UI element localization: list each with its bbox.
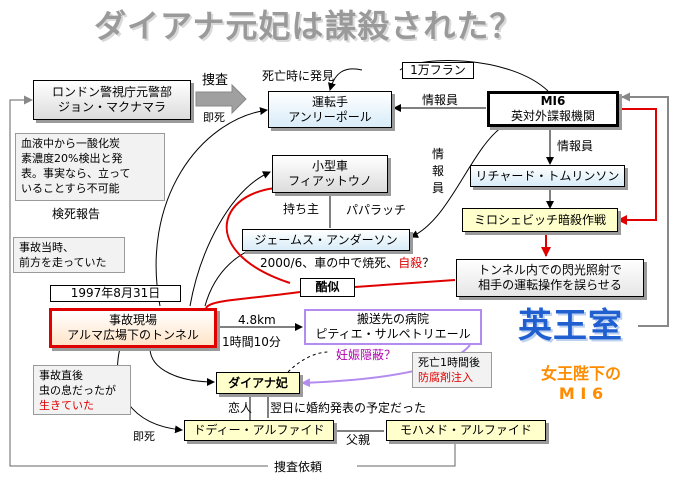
man-franc-label: 1万フラン [410,63,466,77]
label-mochinushi: 持ち主 [283,202,320,216]
hospital-box: 搬送先の病院 ピティエ・サルペトリエール [304,309,482,345]
driver-line2: アンリーポール [288,109,372,124]
queen-line2: M I 6 [558,384,604,403]
small-car-box: 小型車 フィアットウノ [272,155,388,193]
small-car-line1: 小型車 [311,159,348,173]
kokuji-label: 酷似 [315,280,340,294]
mohamed-box: モハメド・アルファイド [386,420,546,441]
note-blood-line3: 表。事実なら、立って [21,167,131,180]
date-box: 1997年8月31日 [50,285,181,302]
page-title: ダイアナ元妃は謀殺された？ [94,7,523,45]
note-death1h-line1: 死亡1時間後 [418,356,480,369]
label-sousa: 捜査 [202,73,229,88]
dodi-box: ドディー・アルファイド [184,420,334,441]
note-blood-line1: 血液中から一酸化炭 [21,137,120,150]
man-franc-box: 1万フラン [402,62,474,79]
accident-box: 事故現場 アルマ広場下のトンネル [49,308,217,348]
mi6-subtitle: 英対外諜報機関 [510,109,595,123]
label-jouhouin-vertical: 情報員 [432,147,445,195]
label-sousa-irai: 捜査依頼 [274,460,323,474]
label-paparazzi: パパラッチ [346,203,407,217]
accident-line1: 事故現場 [108,313,157,327]
label-fushin: 父親 [346,433,371,447]
london-police-line1: ロンドン警視庁元警部 [51,85,172,99]
milosevic-label: ミロシェビッチ暗殺作戦 [473,212,606,227]
label-time: 1時間10分 [222,335,281,349]
note-death1h: 死亡1時間後 防腐剤注入 [412,352,492,388]
richard-box: リチャード・トムリンソン [470,165,625,187]
driver-line1: 運転手 [311,94,348,109]
label-koibito: 恋人 [228,401,253,415]
hospital-line1: 搬送先の病院 [356,312,429,326]
note-alive-line2: 虫の息だったが [39,384,116,397]
london-police-box: ロンドン警視庁元警部 ジョン・マクナマラ [33,80,191,120]
kokuji-box: 酷似 [300,278,355,297]
label-burned-end: ？ [422,256,435,270]
label-burned-red: 自殺 [398,256,423,270]
dodi-label: ドディー・アルファイド [193,423,325,437]
mi6-box: MI6 英対外諜報機関 [487,91,619,127]
accident-line2: アルマ広場下のトンネル [67,328,199,342]
label-burned-main: 2000/6、車の中で焼死、 [260,256,399,270]
note-death1h-line2: 防腐剤注入 [418,371,473,384]
richard-label: リチャード・トムリンソン [475,168,620,183]
flash-line1: トンネル内での閃光照射で [478,263,622,277]
note-ahead-line1: 事故当時、 [19,241,74,254]
note-blood-line4: いることすら不可能 [21,182,120,195]
note-ahead-line2: 前方を走っていた [19,256,107,269]
note-alive-line3: 生きていた [39,399,94,412]
diana-box: ダイアナ妃 [216,372,300,394]
note-blood: 血液中から一酸化炭 素濃度20%検出と発 表。事実なら、立って いることすら不可… [15,133,165,201]
label-distance: 4.8km [238,313,276,327]
mi6-title: MI6 [540,94,566,108]
milosevic-box: ミロシェビッチ暗殺作戦 [462,208,618,232]
label-jouhouin-top: 情報員 [422,93,459,107]
label-jouhouin-right: 情報員 [557,139,594,153]
mohamed-label: モハメド・アルファイド [400,423,532,437]
james-label: ジェームス・アンダーソン [254,232,398,247]
flash-line2: 相手の運転操作を誤らせる [478,278,622,292]
label-burned: 2000/6、車の中で焼死、自殺？ [260,256,434,270]
diana-label: ダイアナ妃 [228,375,288,390]
label-sokushi-bottom: 即死 [133,430,155,443]
date-label: 1997年8月31日 [70,286,161,300]
london-police-line2: ジョン・マクナマラ [57,100,166,114]
label-pregnancy: 妊娠隠蔽？ [336,348,397,362]
hospital-line2: ピティエ・サルペトリエール [315,327,471,341]
driver-box: 運転手 アンリーポール [268,91,392,128]
note-alive: 事故直後 虫の息だったが 生きていた [33,365,131,415]
queen-label: 女王陛下の M I 6 [526,364,636,404]
note-alive-line1: 事故直後 [39,369,83,382]
queen-line1: 女王陛下の [540,364,621,383]
label-engagement: 翌日に婚約発表の予定だった [270,401,427,415]
note-ahead: 事故当時、 前方を走っていた [13,237,125,273]
label-kenshi: 検死報告 [52,207,101,221]
label-sokushi-top: 即死 [203,111,225,124]
small-car-line2: フィアットウノ [288,174,372,188]
royal-label: 英王室 [518,306,623,346]
label-shiboji: 死亡時に発見 [262,69,335,83]
flash-box: トンネル内での閃光照射で 相手の運転操作を誤らせる [456,259,644,297]
james-box: ジェームス・アンダーソン [242,229,410,251]
note-blood-line2: 素濃度20%検出と発 [21,152,123,165]
